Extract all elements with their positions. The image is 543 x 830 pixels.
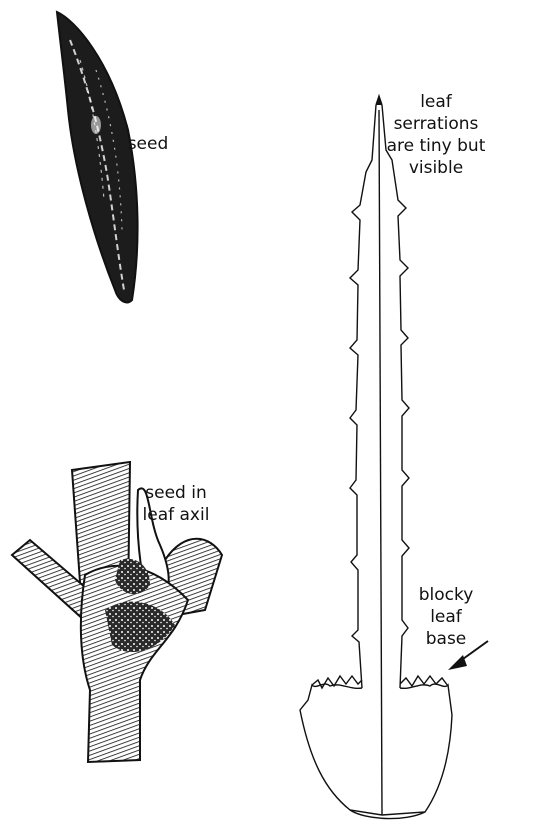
leaf-drawing: [300, 96, 452, 819]
leaf-serrations-label: leaf serrations are tiny but visible: [387, 91, 486, 179]
serrations-line-3: are tiny but: [387, 135, 486, 157]
base-line-3: base: [419, 628, 474, 650]
serrations-line-2: serrations: [387, 113, 486, 135]
seed-label-line: seed: [128, 133, 169, 155]
seed-label: seed: [128, 133, 169, 155]
seed-axil-line-1: seed in: [143, 482, 210, 504]
serrations-line-4: visible: [387, 157, 486, 179]
base-line-2: leaf: [419, 606, 474, 628]
blocky-leaf-base-label: blocky leaf base: [419, 584, 474, 650]
seed-drawing: [57, 12, 138, 302]
seed-in-leaf-axil-label: seed in leaf axil: [143, 482, 210, 526]
base-line-1: blocky: [419, 584, 474, 606]
serrations-line-1: leaf: [387, 91, 486, 113]
seed-axil-line-2: leaf axil: [143, 504, 210, 526]
